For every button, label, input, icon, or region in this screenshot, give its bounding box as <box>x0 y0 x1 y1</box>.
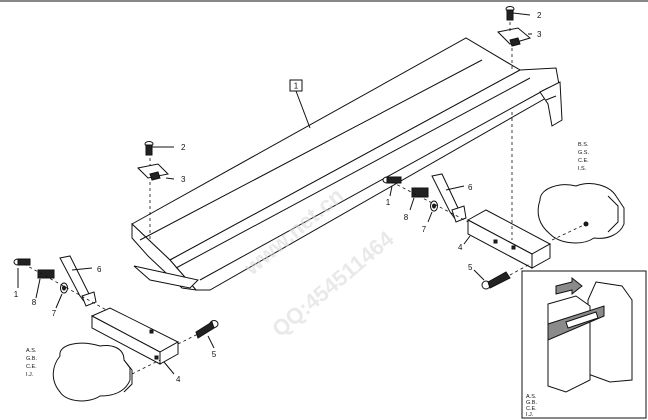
left-pin: 5 <box>195 320 219 359</box>
svg-text:C.E.: C.E. <box>26 364 37 370</box>
svg-text:5: 5 <box>468 263 473 272</box>
svg-text:G.B.: G.B. <box>526 400 537 406</box>
left-washer: 7 <box>52 282 68 318</box>
svg-text:G.B.: G.B. <box>26 356 37 362</box>
svg-text:8: 8 <box>32 298 37 307</box>
svg-text:4: 4 <box>458 243 463 252</box>
svg-text:3: 3 <box>537 30 542 39</box>
left-spring: 8 <box>32 269 55 307</box>
left-bracket: 4 <box>90 307 181 384</box>
svg-text:B.S.: B.S. <box>578 142 589 148</box>
svg-text:5: 5 <box>212 350 217 359</box>
svg-text:C.E.: C.E. <box>578 158 589 164</box>
right-spring: 8 <box>404 187 429 222</box>
svg-text:A.S.: A.S. <box>26 348 37 354</box>
svg-text:4: 4 <box>176 375 181 384</box>
svg-text:I.S.: I.S. <box>578 166 587 172</box>
svg-text:2: 2 <box>181 143 186 152</box>
right-profile <box>537 183 625 244</box>
svg-text:7: 7 <box>52 309 57 318</box>
svg-text:I.J.: I.J. <box>26 372 34 378</box>
right-bracket: 4 <box>458 209 552 269</box>
top-clamp: 3 <box>496 27 542 47</box>
svg-text:7: 7 <box>422 225 427 234</box>
svg-text:1: 1 <box>294 82 299 91</box>
svg-text:1: 1 <box>14 290 19 299</box>
main-callout: 1 <box>289 79 311 129</box>
svg-text:I.J.: I.J. <box>526 412 534 418</box>
svg-text:3: 3 <box>181 175 186 184</box>
svg-text:1: 1 <box>386 198 391 207</box>
main-rail <box>131 37 563 291</box>
detail-inset: A.S. G.B. C.E. I.J. <box>521 270 647 419</box>
svg-text:6: 6 <box>468 183 473 192</box>
svg-text:6: 6 <box>97 265 102 274</box>
svg-text:C.E.: C.E. <box>526 406 537 412</box>
mid-clamp: 3 <box>136 163 186 184</box>
left-profile <box>52 342 133 402</box>
right-bolt: 1 <box>382 176 402 207</box>
left-bolt: 1 <box>13 258 31 299</box>
svg-text:8: 8 <box>404 213 409 222</box>
left-lever: 6 <box>59 255 102 307</box>
right-lever: 6 <box>431 173 473 223</box>
right-pin: 5 <box>468 263 511 290</box>
top-screw: 2 <box>505 6 542 21</box>
svg-text:G.S.: G.S. <box>578 150 589 156</box>
right-washer: 7 <box>422 200 438 234</box>
svg-text:A.S.: A.S. <box>526 394 537 400</box>
svg-text:2: 2 <box>537 11 542 20</box>
arrow-icon <box>555 276 583 296</box>
mid-screw: 2 <box>144 141 186 156</box>
